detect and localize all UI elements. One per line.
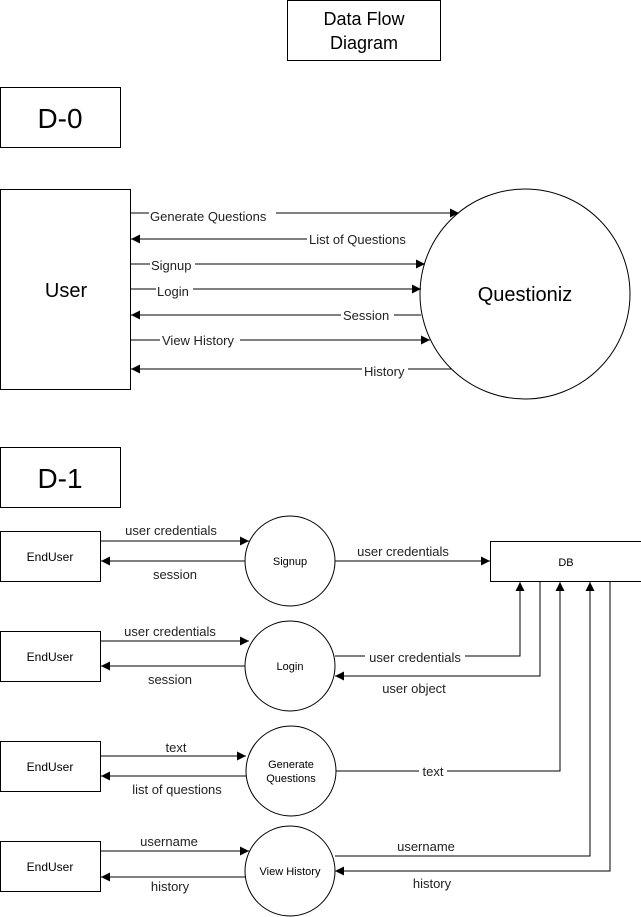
d1-flow-signup-credentials: user credentials (101, 523, 249, 546)
d1-enduser-entity-history: EndUser (0, 841, 101, 892)
d1-flow-login-db-user-object: user object (335, 581, 541, 696)
d0-flow-history: History (131, 364, 451, 379)
d1-flow-signup-session: session (101, 556, 245, 582)
d1-flow-history-db-username: username (335, 582, 595, 857)
flow-label: Signup (151, 258, 191, 273)
d1-db-store: DB (490, 541, 641, 582)
enduser-label: EndUser (27, 650, 74, 664)
enduser-label: EndUser (27, 760, 74, 774)
d0-flow-list-of-questions: List of Questions (131, 232, 413, 247)
process-label: View History (260, 866, 321, 878)
d0-user-entity: User (0, 189, 131, 390)
d1-flow-generate-db-text: text (336, 582, 565, 779)
flow-label: user credentials (357, 544, 449, 559)
enduser-label: EndUser (27, 860, 74, 874)
d0-user-label: User (45, 280, 88, 302)
flow-label: History (364, 364, 405, 379)
d1-process-signup: Signup (244, 515, 336, 607)
flow-label: history (151, 879, 190, 894)
flow-label: session (153, 567, 197, 582)
d1-flow-history-result: history (101, 872, 245, 894)
d0-flow-generate-questions: Generate Questions (131, 208, 459, 224)
flow-label: history (413, 876, 452, 891)
process-label-line-2: Questions (266, 773, 316, 785)
d1-flow-generate-list: list of questions (101, 771, 246, 797)
d1-flow-login-credentials: user credentials (101, 624, 249, 646)
title-line-1: Data Flow (323, 9, 405, 29)
flow-label: user object (382, 681, 446, 696)
d0-flow-signup: Signup (131, 258, 425, 273)
flow-label: Login (157, 284, 189, 299)
enduser-label: EndUser (27, 550, 74, 564)
d1-level-label: D-1 (0, 447, 121, 508)
d1-flow-signup-db: user credentials (335, 544, 490, 566)
d1-flow-generate-text: text (101, 740, 246, 761)
flow-label: username (397, 839, 455, 854)
d1-flow-history-username: username (101, 834, 249, 856)
flow-label: List of Questions (309, 232, 406, 247)
flow-label: Session (343, 308, 389, 323)
db-label: DB (558, 557, 573, 569)
flow-label: text (423, 764, 444, 779)
d1-enduser-entity-signup: EndUser (0, 531, 101, 582)
flow-label: text (166, 740, 187, 755)
title-line-2: Diagram (330, 33, 398, 53)
d0-system-label: Questioniz (478, 284, 573, 306)
d1-flow-history-db-result: history (335, 581, 611, 891)
flow-label: user credentials (124, 624, 216, 639)
process-label: Login (277, 661, 304, 673)
flow-label: list of questions (132, 782, 222, 797)
d0-flow-session: Session (131, 308, 421, 323)
d1-flow-login-db-credentials: user credentials (335, 582, 525, 665)
d1-process-login: Login (244, 620, 336, 712)
process-label-line-1: Generate (268, 759, 314, 771)
d0-flow-view-history: View History (131, 333, 430, 348)
flow-label: user credentials (125, 523, 217, 538)
d1-label-text: D-1 (37, 463, 82, 494)
d1-flow-login-session: session (101, 661, 245, 687)
process-label: Signup (273, 556, 307, 568)
d0-label-text: D-0 (37, 103, 82, 134)
flow-label: session (148, 672, 192, 687)
d0-system-process: Questioniz (419, 188, 631, 400)
d1-process-generate-questions: Generate Questions (245, 725, 337, 817)
flow-label: user credentials (369, 650, 461, 665)
flow-label: username (140, 834, 198, 849)
d0-level-label: D-0 (0, 87, 121, 148)
d1-enduser-entity-login: EndUser (0, 631, 101, 682)
d1-process-view-history: View History (244, 825, 336, 917)
d0-flow-login: Login (131, 284, 421, 299)
diagram-title: Data Flow Diagram (287, 0, 441, 61)
flow-label: Generate Questions (150, 209, 267, 224)
d1-enduser-entity-generate: EndUser (0, 741, 101, 792)
flow-label: View History (162, 333, 235, 348)
